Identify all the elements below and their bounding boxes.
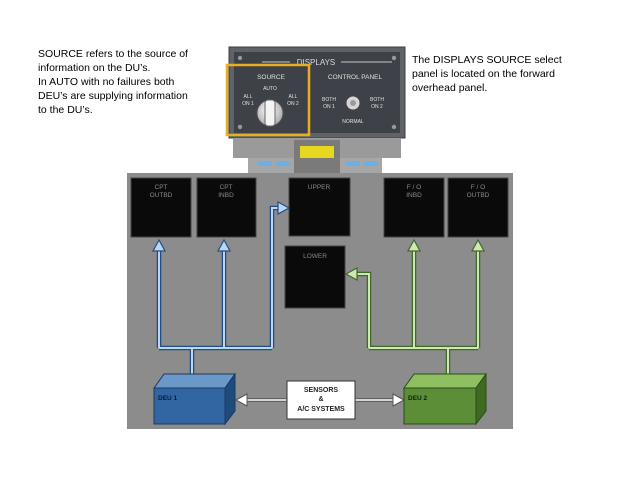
du-label-line2: INBD [406, 192, 422, 199]
du-label: LOWER [303, 253, 327, 260]
control-panel-label: CONTROL PANEL [328, 74, 383, 81]
sensors-box: SENSORS & A/C SYSTEMS [286, 380, 356, 420]
normal-position-label: NORMAL [342, 119, 364, 125]
screw-icon [391, 124, 397, 130]
both-on1-label-line2: ON 1 [323, 104, 335, 110]
panel-title: DISPLAYS [297, 58, 336, 67]
standby-light-icon [300, 146, 334, 158]
du-label-line1: F / O [471, 184, 485, 191]
du-label-line1: F / O [407, 184, 421, 191]
sensors-label-line1: SENSORS [304, 387, 339, 394]
du-fo-inbd: F / O INBD [383, 177, 445, 238]
arrow-head-icon [344, 266, 358, 282]
screw-icon [237, 55, 243, 61]
all-on2-label-line1: ALL [289, 94, 298, 100]
panel-location-note: The DISPLAYS SOURCE select panel is loca… [412, 54, 562, 94]
indicator-light-icon [364, 161, 378, 166]
indicator-light-icon [346, 161, 360, 166]
displays-select-panel: DISPLAYS SOURCE AUTO ALL ON 1 ALL ON 2 C… [228, 46, 406, 139]
du-label-line2: OUTBD [467, 192, 490, 199]
deu1-signal-paths [151, 200, 291, 378]
arrow-head-icon [151, 238, 167, 252]
indicator-light-icon [276, 161, 290, 166]
arrow-head-icon [406, 238, 422, 252]
all-on1-label-line1: ALL [244, 94, 253, 100]
control-panel-selector-knob[interactable] [345, 95, 361, 111]
du-label-line2: INBD [218, 192, 234, 199]
indicator-light-icon [258, 161, 272, 166]
deu2-signal-paths [344, 238, 486, 378]
both-on2-label-line2: ON 2 [371, 104, 383, 110]
du-cpt-outbd: CPT OUTBD [130, 177, 192, 238]
du-upper: UPPER [288, 177, 351, 237]
both-on1-label-line1: BOTH [322, 97, 336, 103]
sensors-label-line2: & [318, 396, 323, 403]
screw-icon [237, 124, 243, 130]
all-on2-label-line2: ON 2 [287, 101, 299, 107]
deu1-label: DEU 1 [158, 395, 178, 402]
du-cpt-inbd: CPT INBD [196, 177, 257, 238]
du-fo-outbd: F / O OUTBD [447, 177, 509, 238]
du-label-line1: CPT [155, 184, 168, 191]
arrow-head-icon [277, 200, 291, 216]
deu1-unit: DEU 1 [153, 372, 236, 426]
deu2-unit: DEU 2 [403, 372, 487, 426]
source-highlight-box [225, 63, 311, 137]
source-explanation-note: SOURCE refers to the source of informati… [38, 48, 188, 116]
du-label-line2: OUTBD [150, 192, 173, 199]
screw-icon [391, 55, 397, 61]
auto-position-label: AUTO [263, 86, 277, 92]
sensors-double-arrow [234, 393, 406, 407]
arrow-head-icon [470, 238, 486, 252]
glareshield [233, 138, 401, 176]
arrow-head-icon [216, 238, 232, 252]
source-label: SOURCE [257, 74, 285, 81]
du-lower: LOWER [284, 245, 346, 309]
all-on1-label-line2: ON 1 [242, 101, 254, 107]
du-label: UPPER [308, 184, 331, 191]
source-selector-knob[interactable] [256, 99, 284, 127]
sensors-label-line3: A/C SYSTEMS [297, 406, 345, 413]
du-label-line1: CPT [220, 184, 233, 191]
deu2-label: DEU 2 [408, 395, 428, 402]
both-on2-label-line1: BOTH [370, 97, 384, 103]
